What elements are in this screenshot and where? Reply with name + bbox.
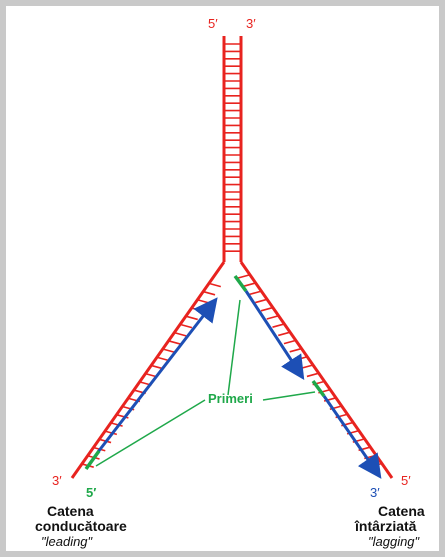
base-pair-rung [169, 340, 181, 345]
primers-label: Primeri [208, 391, 253, 406]
base-pair-rung [255, 298, 267, 304]
parental-duplex [222, 36, 243, 262]
primer-callouts [95, 299, 316, 467]
base-pair-rung [300, 364, 313, 370]
base-pair-rung [209, 282, 222, 288]
lagging-caption-line3: "lagging" [368, 534, 421, 549]
base-pair-rung [163, 348, 175, 354]
base-pair-rung [180, 323, 193, 329]
lagging-caption-line2: întârziată [354, 518, 417, 534]
base-pair-rung [249, 290, 261, 296]
leading-strand-arm [82, 282, 222, 471]
base-pair-rung [186, 315, 198, 321]
base-pair-rung [203, 291, 216, 296]
base-pair-rung [192, 307, 204, 312]
base-pair-rung [111, 422, 123, 427]
right-arm-rungs [237, 274, 382, 468]
base-pair-rung [278, 331, 290, 337]
callout-line-right [262, 391, 316, 401]
right-3-prime-label: 3′ [370, 485, 380, 500]
left-5-prime-label: 5′ [86, 485, 96, 500]
base-pair-rung [289, 348, 301, 353]
base-pair-rung [306, 372, 319, 378]
lagging-fragment-2 [322, 395, 382, 479]
base-pair-rung [157, 356, 170, 362]
callout-line-top [227, 299, 241, 396]
leading-caption-line1: Catena [47, 503, 94, 519]
fork [70, 261, 394, 479]
base-pair-rung [283, 339, 296, 345]
fork-left-outer [70, 261, 226, 479]
base-pair-rung [243, 282, 256, 287]
right-5-prime-label: 5′ [401, 473, 411, 488]
fork-right-outer [239, 261, 394, 479]
leading-primer [84, 449, 101, 471]
base-pair-rung [198, 299, 210, 304]
leading-caption-line2: conducătoare [35, 518, 127, 534]
base-pair-rungs [224, 43, 241, 252]
lagging-strand-arm [233, 274, 382, 479]
lagging-caption-line1: Catena [378, 503, 425, 519]
leading-caption-line3: "leading" [41, 534, 94, 549]
base-pair-rung [272, 323, 284, 328]
lagging-primer-1 [233, 274, 248, 293]
top-5-prime-label: 5′ [208, 16, 218, 31]
callout-line-left [95, 399, 206, 467]
base-pair-rung [237, 274, 250, 279]
top-3-prime-label: 3′ [246, 16, 256, 31]
leading-new-strand [96, 297, 218, 453]
base-pair-rung [295, 356, 307, 361]
lagging-primer-2 [311, 379, 326, 398]
left-arm-rungs [82, 282, 222, 468]
lagging-fragment-1 [244, 290, 305, 381]
base-pair-rung [266, 315, 278, 320]
base-pair-rung [260, 307, 273, 312]
left-3-prime-label: 3′ [52, 473, 62, 488]
base-pair-rung [174, 332, 187, 337]
